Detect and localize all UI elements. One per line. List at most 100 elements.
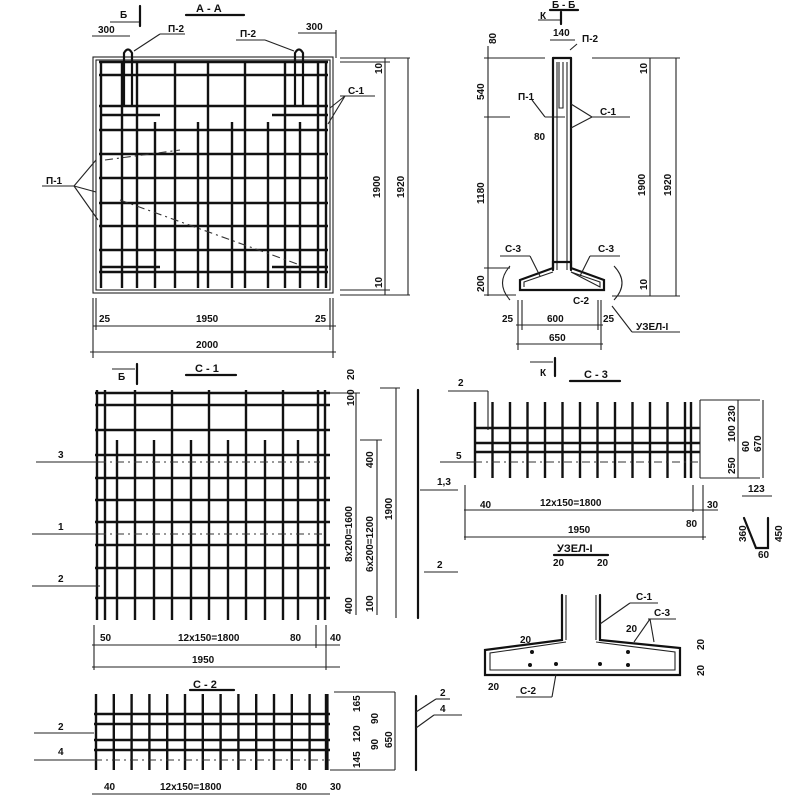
label-p1: П-1 xyxy=(518,92,535,103)
lifting-loop-left xyxy=(122,48,134,108)
dim-670: 670 xyxy=(753,435,764,452)
label-pos-2: 2 xyxy=(58,722,64,733)
label-side-2: 2 xyxy=(437,560,443,571)
dim-1950: 1950 xyxy=(196,314,219,325)
label-p2: П-2 xyxy=(582,34,599,45)
label-c1: С-1 xyxy=(600,107,617,118)
section-mark-b: Б xyxy=(120,10,127,21)
dim-1900: 1900 xyxy=(637,173,648,196)
label-side-2: 2 xyxy=(440,688,446,699)
footing-outline xyxy=(518,260,606,292)
footing-rebar xyxy=(523,271,601,288)
view-c2-title: С - 2 xyxy=(193,679,217,691)
dim-165: 165 xyxy=(352,695,363,712)
label-pos-1: 1 xyxy=(58,522,64,533)
section-mark-k: К xyxy=(540,368,547,379)
rebar-dot xyxy=(528,663,532,667)
leader-line xyxy=(551,673,557,698)
view-c1: С - 1 Б 3 1 2 20 100 8x200=1600 6x200=12… xyxy=(32,362,458,670)
dim-230: 230 xyxy=(727,405,738,422)
dim-10-top: 10 xyxy=(639,62,650,74)
dim-400-lower: 400 xyxy=(344,597,355,614)
leader-line xyxy=(531,99,546,118)
rebar-dot xyxy=(598,662,602,666)
label-c3: С-3 xyxy=(654,608,671,619)
view-c2: С - 2 2 4 165 120 145 90 90 650 2 4 40 1… xyxy=(34,679,462,795)
dim-650: 650 xyxy=(549,333,566,344)
dim-30: 30 xyxy=(330,782,342,793)
diagonal-hint xyxy=(104,149,181,161)
section-mark-k: К xyxy=(540,11,547,22)
bent-bar-shape xyxy=(742,516,770,550)
dim-100-lower: 100 xyxy=(365,595,376,612)
dim-540: 540 xyxy=(476,83,487,100)
view-c3-title: С - 3 xyxy=(584,369,608,381)
dim-120: 120 xyxy=(352,725,363,742)
node-outline xyxy=(483,593,682,677)
label-c2: С-2 xyxy=(573,296,590,307)
leader-line xyxy=(649,618,655,643)
leader-line xyxy=(329,95,346,109)
leader-line xyxy=(633,618,651,643)
dim-100-top: 100 xyxy=(346,389,357,406)
dim-25-right: 25 xyxy=(315,314,327,325)
rebar-dot xyxy=(554,662,558,666)
view-node-title: УЗЕЛ-I xyxy=(557,543,593,555)
label-node-1: УЗЕЛ-I xyxy=(636,322,669,333)
dim-12x150: 12x150=1800 xyxy=(160,782,222,793)
view-c3: С - 3 К 2 5 230 100 250 60 670 40 12x150… xyxy=(440,356,785,561)
dim-250: 250 xyxy=(727,457,738,474)
dim-10-bottom: 10 xyxy=(639,278,650,290)
label-pos-2: 2 xyxy=(58,574,64,585)
dim-1900: 1900 xyxy=(384,497,395,520)
dim-1950: 1950 xyxy=(568,525,591,536)
dim-300-left: 300 xyxy=(98,25,115,36)
dim-20-top-right: 20 xyxy=(597,558,609,569)
view-node-1: УЗЕЛ-I 20 20 С-1 С-3 20 20 20 20 20 С-2 xyxy=(483,543,707,698)
dim-80: 80 xyxy=(686,519,698,530)
dim-2000: 2000 xyxy=(196,340,219,351)
panel-outline xyxy=(92,56,334,294)
dim-20-slope-left: 20 xyxy=(520,635,532,646)
panel-mesh xyxy=(99,60,328,288)
dim-10-bottom: 10 xyxy=(374,276,385,288)
section-mark-b: Б xyxy=(118,372,125,383)
dim-20-left: 20 xyxy=(488,682,500,693)
label-pos-2: 2 xyxy=(458,378,464,389)
dim-1950: 1950 xyxy=(192,655,215,666)
dim-450: 450 xyxy=(774,525,785,542)
dim-600: 600 xyxy=(547,314,564,325)
view-b-b-title: Б - Б xyxy=(552,0,575,11)
c3-mesh xyxy=(473,402,700,478)
view-a-a-title: А - А xyxy=(196,3,222,15)
dim-300-right: 300 xyxy=(306,22,323,33)
leader-line xyxy=(264,39,295,52)
c1-mesh xyxy=(95,390,330,620)
view-b-b: Б - Б К П-2 П-1 80 С-1 С-3 С-3 С-2 xyxy=(476,0,680,350)
leader-line xyxy=(73,185,97,193)
leader-line xyxy=(579,255,591,277)
dim-80: 80 xyxy=(296,782,308,793)
label-pos-5: 5 xyxy=(456,451,462,462)
node-bubble-right xyxy=(613,265,623,301)
rebar-dot xyxy=(626,663,630,667)
diagonal-hint xyxy=(119,199,301,266)
node-stirrup xyxy=(489,641,676,671)
leader-line xyxy=(569,43,578,51)
label-side-4: 4 xyxy=(440,704,446,715)
dim-12x150: 12x150=1800 xyxy=(540,498,602,509)
dim-25-left: 25 xyxy=(502,314,514,325)
dim-20-slope-right: 20 xyxy=(626,624,638,635)
dim-200: 200 xyxy=(476,275,487,292)
node-bubble-left xyxy=(501,265,511,301)
dim-20-right-a: 20 xyxy=(696,638,707,650)
node-stem-bars xyxy=(565,595,597,640)
leader-line xyxy=(611,305,633,333)
dim-80-top: 80 xyxy=(488,32,499,44)
dim-145: 145 xyxy=(352,751,363,768)
view-c1-title: С - 1 xyxy=(195,363,219,375)
leader-line xyxy=(415,698,437,713)
dim-30: 30 xyxy=(707,500,719,511)
label-c3-right: С-3 xyxy=(598,244,615,255)
dim-90-a: 90 xyxy=(370,712,381,724)
